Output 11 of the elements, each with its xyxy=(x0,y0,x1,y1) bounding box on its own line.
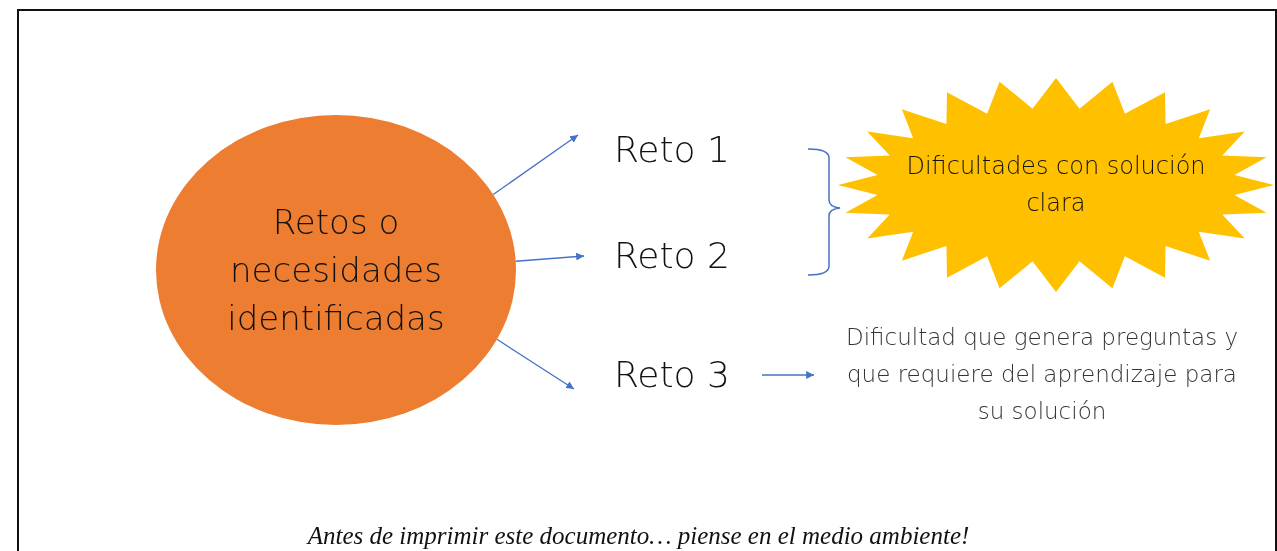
arrow xyxy=(515,252,585,262)
arrow xyxy=(761,371,815,379)
challenge-label: Reto 3 xyxy=(612,353,731,397)
footer-note: Antes de imprimir este documento… piense en el medio ambiente! xyxy=(307,522,970,549)
description-text: Dificultades con solución clara xyxy=(905,151,1207,219)
description-text: Dificultad que genera preguntas y que requiere del aprendizaje para su solución xyxy=(844,322,1240,426)
challenge-label: Reto 1 xyxy=(612,128,731,172)
arrow xyxy=(492,134,579,196)
node-label: Retos o necesidades identificadas xyxy=(226,201,446,340)
arrow xyxy=(496,338,575,390)
challenge-label: Reto 2 xyxy=(612,234,731,278)
